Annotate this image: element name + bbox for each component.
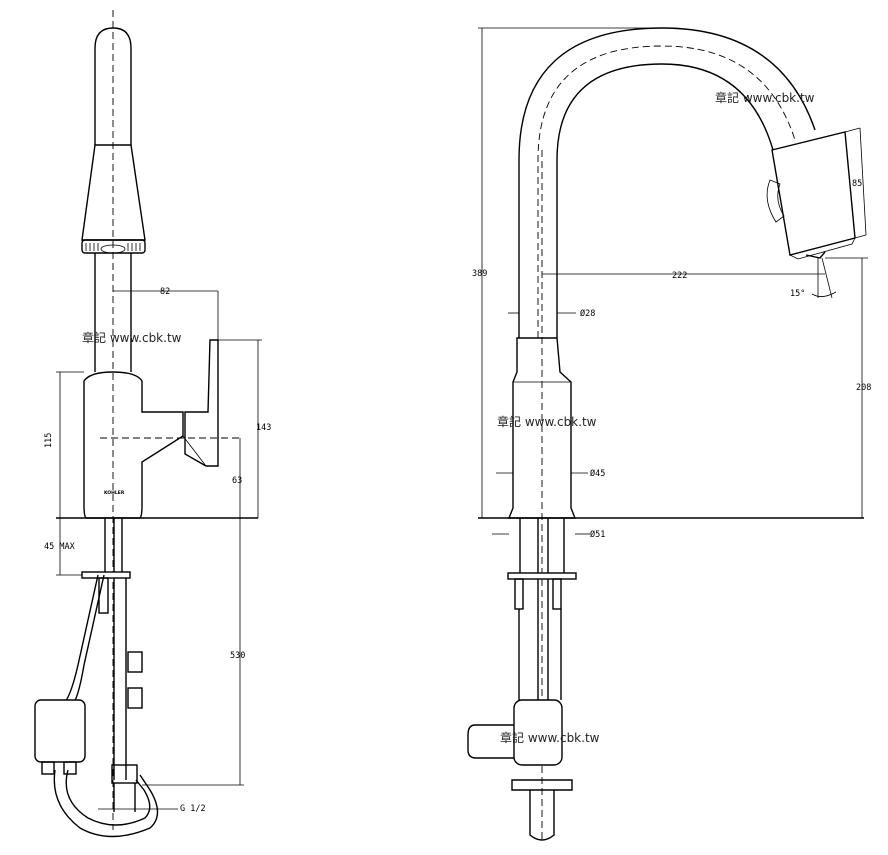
shank [104, 518, 127, 780]
dim-143: 143 [256, 423, 271, 433]
dim-15-deg: 15° [790, 289, 805, 299]
front-stud-left [514, 578, 524, 610]
dim-g-half: G 1/2 [180, 804, 206, 814]
faucet-body [83, 371, 184, 519]
dim-115: 115 [44, 433, 54, 448]
spray-face [81, 239, 146, 254]
dim-222: 222 [672, 271, 687, 281]
handle [184, 339, 219, 467]
gooseneck-outer [518, 27, 816, 338]
dim-45-max: 45 MAX [44, 542, 76, 552]
mounting-plate [81, 571, 131, 579]
valve-block-2 [127, 687, 143, 709]
dim-dia-45: Ø45 [590, 468, 605, 479]
front-hose-weight [513, 699, 563, 766]
spray-head-taper [81, 144, 146, 241]
hose-weight [34, 699, 86, 763]
mount-stud [98, 577, 109, 614]
dim-208: 208 [856, 383, 871, 393]
gooseneck-inner [556, 63, 774, 338]
hose-fitting-1 [41, 761, 55, 775]
watermark-2: 章記 www.cbk.tw [715, 90, 815, 105]
front-weight-tab [467, 724, 514, 759]
dim-389: 389 [472, 269, 487, 279]
spout-neck [94, 253, 132, 372]
watermark-3: 章記 www.cbk.tw [497, 414, 597, 429]
dim-530: 530 [230, 651, 245, 661]
brand-logo: KOHLER [104, 490, 125, 496]
dim-dia-28: Ø28 [580, 308, 595, 319]
dim-82: 82 [160, 287, 170, 297]
side-view: KOHLER 82 115 143 [34, 10, 271, 838]
front-stud-right [552, 578, 562, 610]
front-spray-head [771, 131, 856, 256]
front-view: 389 222 85 15° Ø28 208 Ø45 Ø51 章記 ww [467, 27, 871, 841]
watermark-1: 章記 www.cbk.tw [82, 330, 182, 345]
front-dimensions: 389 222 85 15° Ø28 208 Ø45 Ø51 [472, 27, 871, 540]
valve-block-1 [127, 651, 143, 673]
dim-85: 85 [852, 179, 862, 189]
pull-out-hose [61, 574, 105, 706]
side-dimensions: 82 115 143 63 45 MAX 530 G 1/2 [44, 287, 271, 814]
connector-nut [111, 764, 138, 784]
dim-dia-51: Ø51 [590, 529, 605, 540]
hose-fitting-2 [63, 761, 77, 775]
front-mounting-plate [507, 572, 577, 580]
watermark-4: 章記 www.cbk.tw [500, 730, 600, 745]
dim-63: 63 [232, 476, 242, 486]
